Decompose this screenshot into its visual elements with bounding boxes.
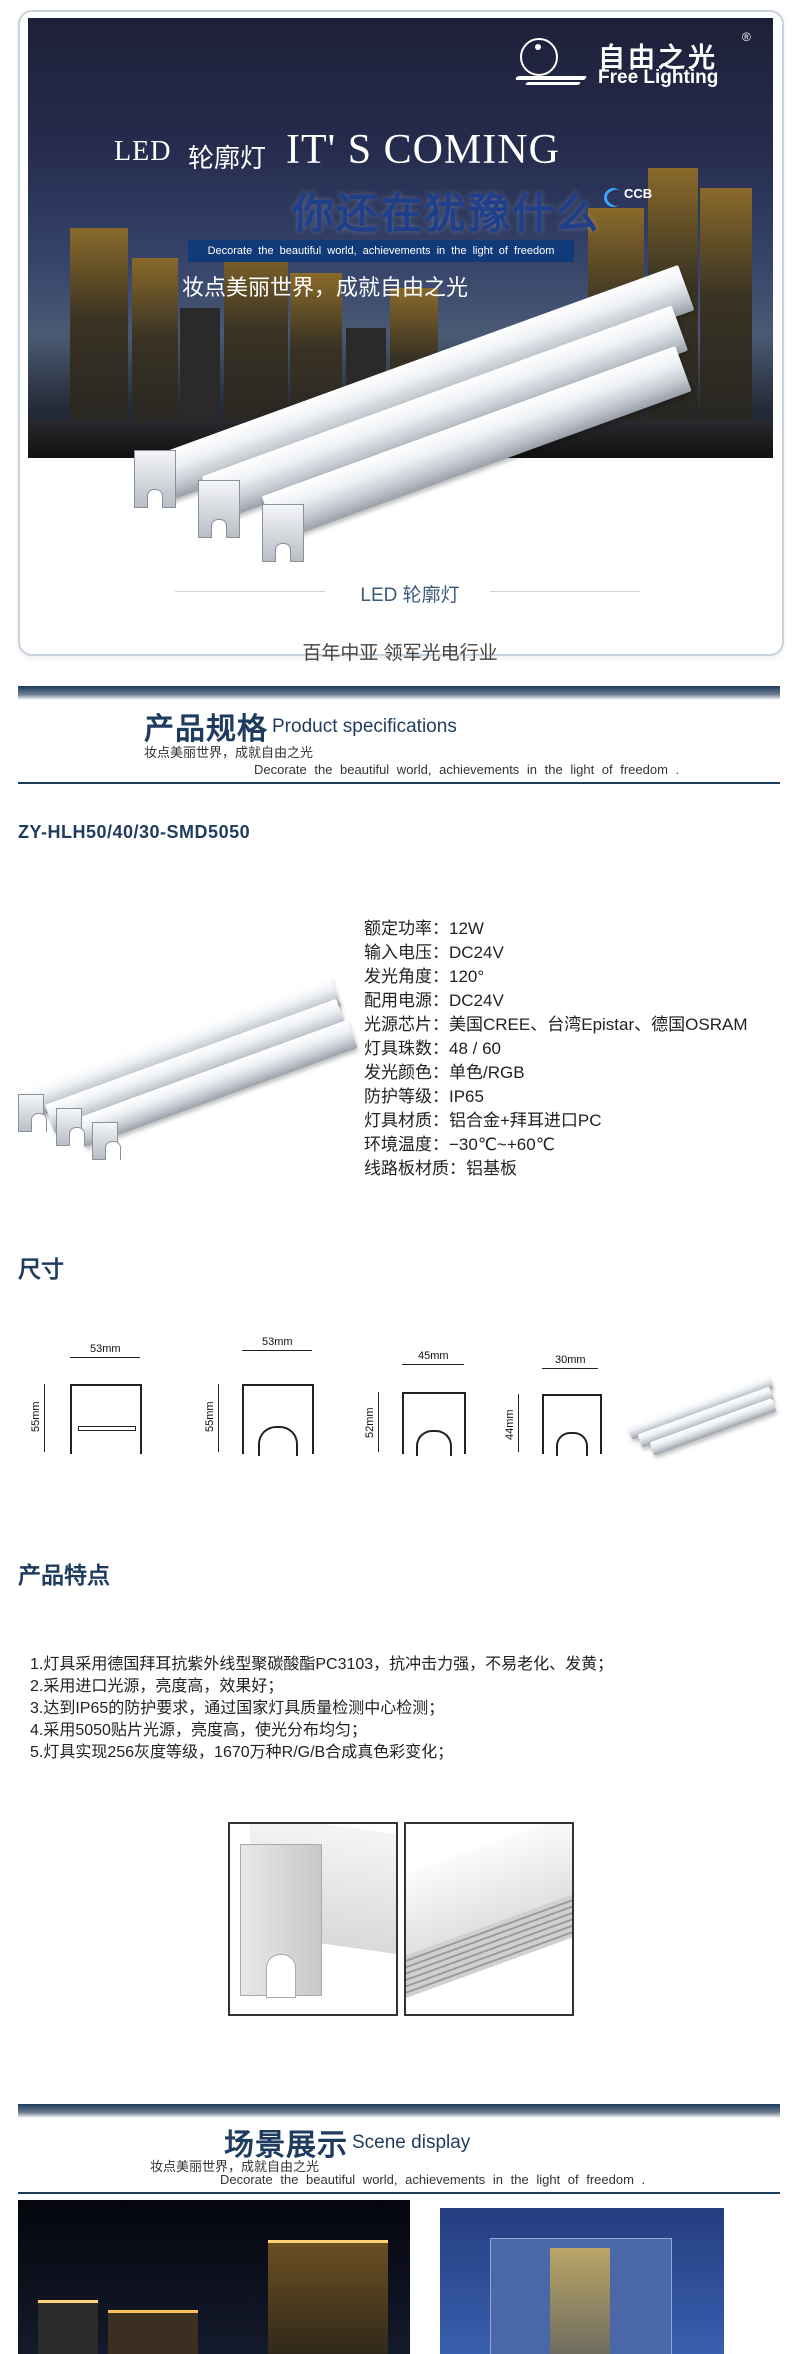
light-bar-end-icon xyxy=(56,1108,85,1146)
light-bar-end-icon xyxy=(198,480,240,538)
dimension-line xyxy=(218,1384,219,1452)
spec-item: 光源芯片：美国CREE、台湾Epistar、德国OSRAM xyxy=(364,1015,748,1034)
divider xyxy=(175,591,325,592)
feature-item: 5.灯具实现256灰度等级，1670万种R/G/B合成真色彩变化； xyxy=(30,1744,454,1761)
dimension-line xyxy=(44,1384,45,1452)
logo-wave-icon xyxy=(525,82,581,85)
section-subtitle-en: Decorate the beautiful world, achievemen… xyxy=(254,762,680,777)
hero-tagline: Decorate the beautiful world, achievemen… xyxy=(188,240,574,262)
skyline-building xyxy=(70,228,128,458)
dimension-width: 30mm xyxy=(555,1354,586,1366)
dimension-line xyxy=(402,1364,464,1365)
profile-detail xyxy=(78,1426,136,1431)
detail-image-side xyxy=(404,1822,574,2016)
spec-item: 灯具材质：铝合金+拜耳进口PC xyxy=(364,1111,602,1130)
dimension-line xyxy=(378,1392,379,1452)
section-title-en: Scene display xyxy=(352,2132,471,2153)
divider xyxy=(490,591,640,592)
profile-drawing xyxy=(542,1394,602,1456)
dimension-line xyxy=(70,1357,140,1358)
section-subtitle-cn: 妆点美丽世界，成就自由之光 xyxy=(144,745,314,760)
section-band xyxy=(18,686,780,700)
dimension-width: 45mm xyxy=(418,1350,449,1362)
section-subtitle-cn: 妆点美丽世界，成就自由之光 xyxy=(150,2159,320,2174)
profile-detail xyxy=(258,1426,298,1456)
section-subtitle-en: Decorate the beautiful world, achievemen… xyxy=(220,2172,646,2187)
section-title-en: Product specifications xyxy=(272,716,457,737)
hero-motto: 百年中亚 领军光电行业 xyxy=(302,643,498,664)
dimension-line xyxy=(542,1368,598,1369)
detail-image-end xyxy=(228,1822,398,2016)
feature-item: 1.灯具采用德国拜耳抗紫外线型聚碳酸酯PC3103，抗冲击力强，不易老化、发黄； xyxy=(30,1656,614,1673)
registered-mark: ® xyxy=(742,30,751,44)
scene-facade-lit xyxy=(550,2248,610,2354)
logo-text-cn: 自由之光 xyxy=(598,43,718,73)
spec-item: 线路板材质：铝基板 xyxy=(364,1159,517,1178)
skyline-building xyxy=(700,188,752,458)
section-band xyxy=(18,2104,780,2118)
light-bar-end-icon xyxy=(134,450,176,508)
scene-building xyxy=(38,2300,98,2354)
features-heading: 产品特点 xyxy=(18,1562,110,1588)
detail-image-slot xyxy=(266,1954,296,1998)
feature-item: 3.达到IP65的防护要求，通过国家灯具质量检测中心检测； xyxy=(30,1700,445,1717)
logo-wave-icon xyxy=(514,76,588,80)
light-bar-end-icon xyxy=(262,504,304,562)
model-number: ZY-HLH50/40/30-SMD5050 xyxy=(18,822,251,842)
dimensions-heading: 尺寸 xyxy=(18,1256,64,1282)
profile-drawing xyxy=(70,1384,142,1454)
profile-drawing xyxy=(402,1392,466,1456)
spec-item: 灯具珠数：48 / 60 xyxy=(364,1039,501,1058)
scene-building xyxy=(108,2310,198,2354)
section-title-cn: 场景展示 xyxy=(224,2129,348,2162)
hero-product-label: LED 轮廓灯 xyxy=(360,585,460,606)
spec-item: 发光角度：120° xyxy=(364,967,485,986)
dimension-height: 55mm xyxy=(204,1401,216,1432)
feature-item: 2.采用进口光源，亮度高，效果好； xyxy=(30,1678,284,1695)
dimension-line xyxy=(518,1394,519,1452)
scene-image-facade xyxy=(440,2208,724,2354)
hero-title-led: LED xyxy=(114,136,172,167)
logo-moon-icon xyxy=(520,38,558,76)
spec-item: 输入电压：DC24V xyxy=(364,943,504,962)
dimension-width: 53mm xyxy=(90,1343,121,1355)
hero-title-coming: IT' S COMING xyxy=(286,127,560,173)
logo-text-en: Free Lighting xyxy=(598,67,719,88)
spec-item: 环境温度：−30℃~+60℃ xyxy=(364,1135,555,1154)
feature-item: 4.采用5050贴片光源，亮度高，使光分布均匀； xyxy=(30,1722,367,1739)
scene-image-night xyxy=(18,2200,410,2354)
logo-dot-icon xyxy=(535,44,541,50)
spec-item: 额定功率：12W xyxy=(364,919,484,938)
profile-detail xyxy=(416,1430,452,1456)
ccb-badge: CCB xyxy=(624,186,653,201)
spec-item: 防护等级：IP65 xyxy=(364,1087,484,1106)
dimension-height: 55mm xyxy=(30,1401,42,1432)
dimension-width: 53mm xyxy=(262,1336,293,1348)
section-divider xyxy=(18,2192,780,2194)
section-divider xyxy=(18,782,780,784)
dimension-height: 44mm xyxy=(504,1409,516,1440)
hero-slogan: 妆点美丽世界，成就自由之光 xyxy=(182,275,469,300)
light-bar-end-icon xyxy=(92,1122,121,1160)
dimension-line xyxy=(242,1350,312,1351)
hero-title-cn: 轮廓灯 xyxy=(188,143,267,173)
scene-building xyxy=(268,2240,388,2354)
profile-detail xyxy=(556,1432,588,1456)
dimension-height: 52mm xyxy=(364,1407,376,1438)
hero-question: 你还在犹豫什么 xyxy=(292,190,601,237)
spec-item: 配用电源：DC24V xyxy=(364,991,504,1010)
profile-drawing xyxy=(242,1384,314,1456)
light-bar-end-icon xyxy=(18,1094,47,1132)
section-title-cn: 产品规格 xyxy=(144,713,268,746)
spec-item: 发光颜色：单色/RGB xyxy=(364,1063,525,1082)
